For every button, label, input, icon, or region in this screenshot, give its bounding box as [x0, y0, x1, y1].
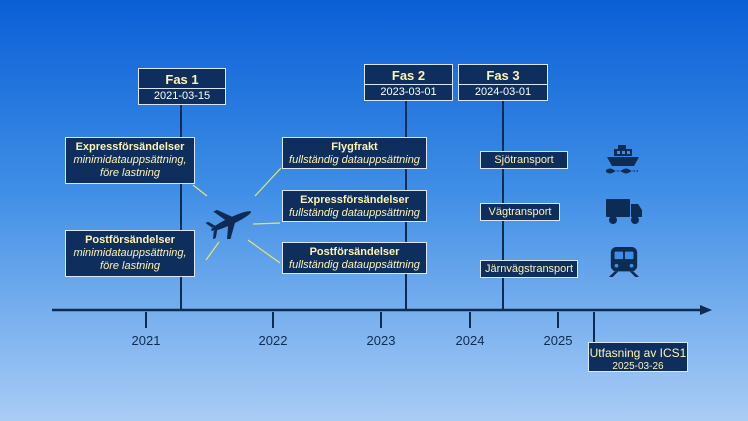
- phase-title: Fas 1: [165, 72, 199, 87]
- truck-icon: [606, 199, 642, 224]
- train-icon: [608, 246, 640, 278]
- item-heading: Postförsändelser: [85, 234, 175, 246]
- phase2-item-air-cargo: Flygfrakt fullständig datauppsättning: [282, 137, 427, 169]
- tick-2024: [469, 312, 471, 328]
- item-sub: minimidatauppsättning,: [73, 247, 187, 259]
- item-sub: fullständig datauppsättning: [289, 259, 420, 271]
- phase2-item-express: Expressförsändelser fullständig dataupps…: [282, 190, 427, 222]
- item-heading: Expressförsändelser: [75, 141, 185, 153]
- phase2-header: Fas 2 2023-03-01: [364, 64, 453, 101]
- phase-date: 2021-03-15: [139, 88, 225, 105]
- item-sub: före lastning: [100, 167, 160, 179]
- end-event-line: [593, 312, 595, 342]
- item-sub: före lastning: [100, 260, 160, 272]
- phase-date: 2024-03-01: [459, 84, 547, 101]
- phase3-item-sea: Sjötransport: [480, 151, 568, 169]
- phase-date: 2023-03-01: [365, 84, 452, 101]
- ship-icon: [606, 145, 639, 174]
- phase-title: Fas 3: [486, 68, 520, 83]
- end-event-date: 2025-03-26: [612, 361, 664, 372]
- item-heading: Postförsändelser: [309, 246, 400, 258]
- year-label: 2025: [543, 333, 573, 348]
- year-label: 2022: [258, 333, 288, 348]
- end-event-box: Utfasning av ICS1 2025-03-26: [588, 342, 688, 372]
- phase3-item-rail: Järnvägstransport: [480, 260, 578, 278]
- tick-2022: [272, 312, 274, 328]
- end-event-title: Utfasning av ICS1: [589, 346, 687, 360]
- phase1-line: [180, 104, 182, 310]
- phase1-header: Fas 1 2021-03-15: [138, 68, 226, 105]
- year-label: 2024: [455, 333, 485, 348]
- year-label: 2023: [366, 333, 396, 348]
- phase1-item-post: Postförsändelser minimidatauppsättning, …: [65, 230, 195, 277]
- item-heading: Expressförsändelser: [300, 194, 409, 206]
- airplane-icon: [205, 209, 251, 239]
- item-sub: minimidatauppsättning,: [73, 154, 187, 166]
- item-heading: Flygfrakt: [331, 141, 378, 153]
- item-sub: fullständig datauppsättning: [289, 154, 420, 166]
- tick-2025: [557, 312, 559, 328]
- phase1-item-express: Expressförsändelser minimidatauppsättnin…: [65, 137, 195, 184]
- phase3-header: Fas 3 2024-03-01: [458, 64, 548, 101]
- tick-2023: [380, 312, 382, 328]
- year-label: 2021: [131, 333, 161, 348]
- item-sub: fullständig datauppsättning: [289, 207, 420, 219]
- phase-title: Fas 2: [391, 68, 426, 83]
- tick-2021: [145, 312, 147, 328]
- phase2-item-post: Postförsändelser fullständig datauppsätt…: [282, 242, 427, 274]
- phase3-item-road: Vägtransport: [480, 203, 560, 221]
